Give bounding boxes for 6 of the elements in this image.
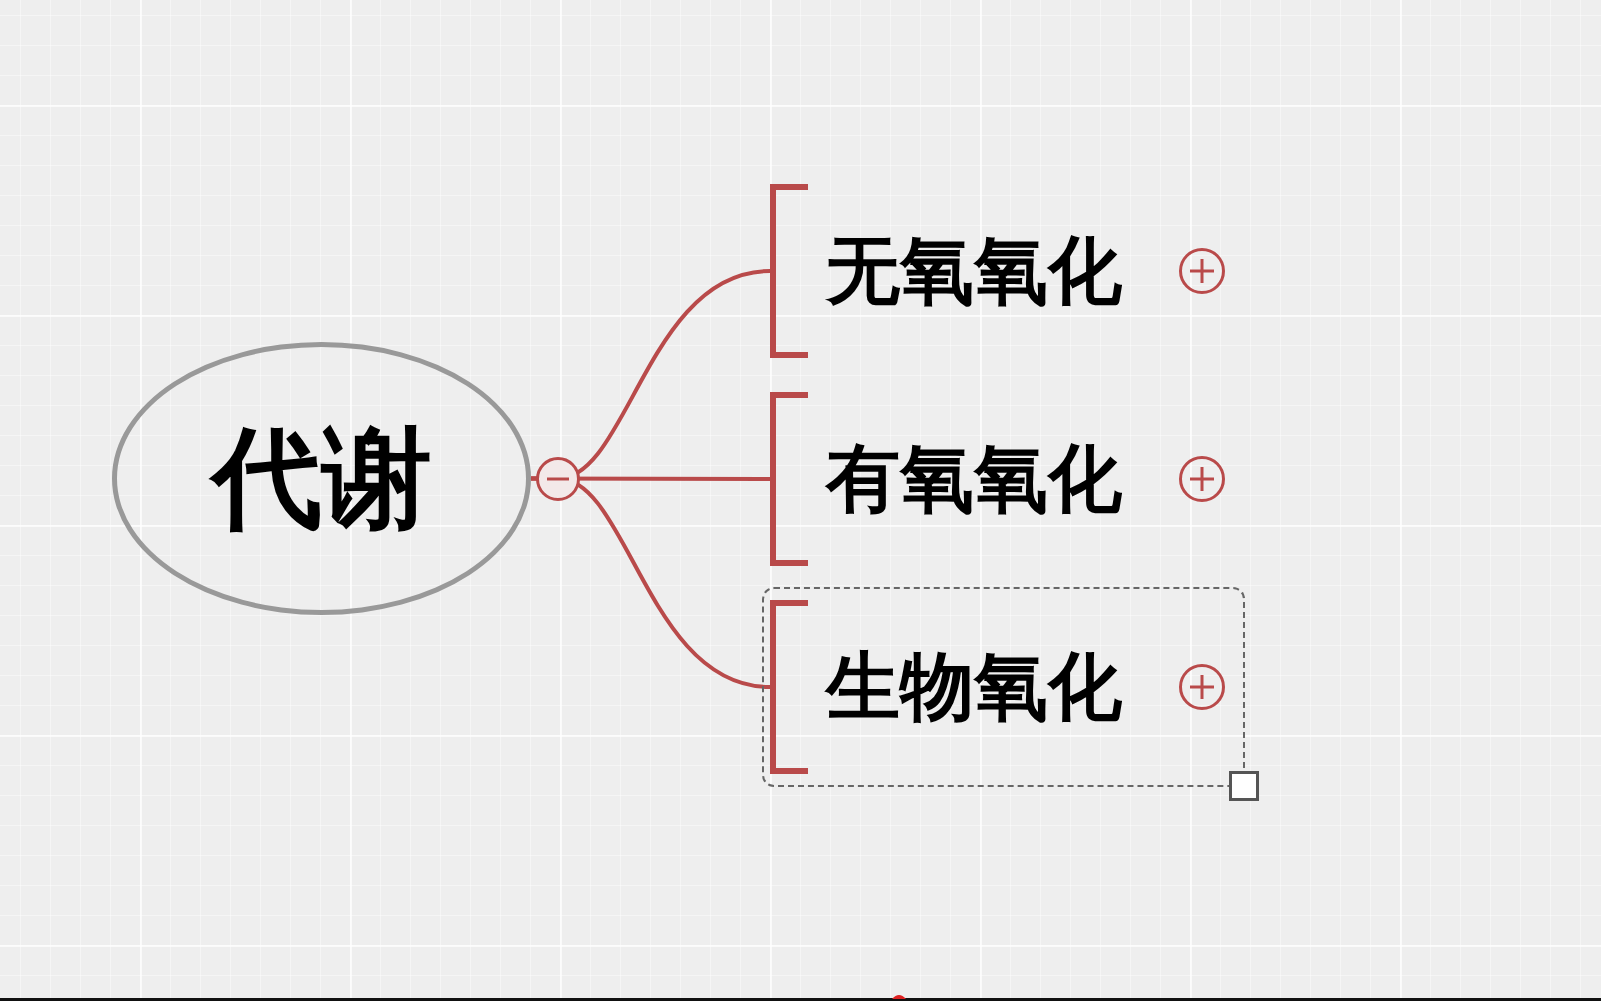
connector-line bbox=[531, 476, 771, 689]
topic-text: 生物氧化 bbox=[826, 646, 1122, 728]
topic-text: 代谢 bbox=[211, 418, 432, 539]
ellipse-node bbox=[112, 342, 531, 615]
topic-text: 有氧氧化 bbox=[826, 438, 1122, 520]
topic-text: 无氧氧化 bbox=[826, 230, 1122, 312]
